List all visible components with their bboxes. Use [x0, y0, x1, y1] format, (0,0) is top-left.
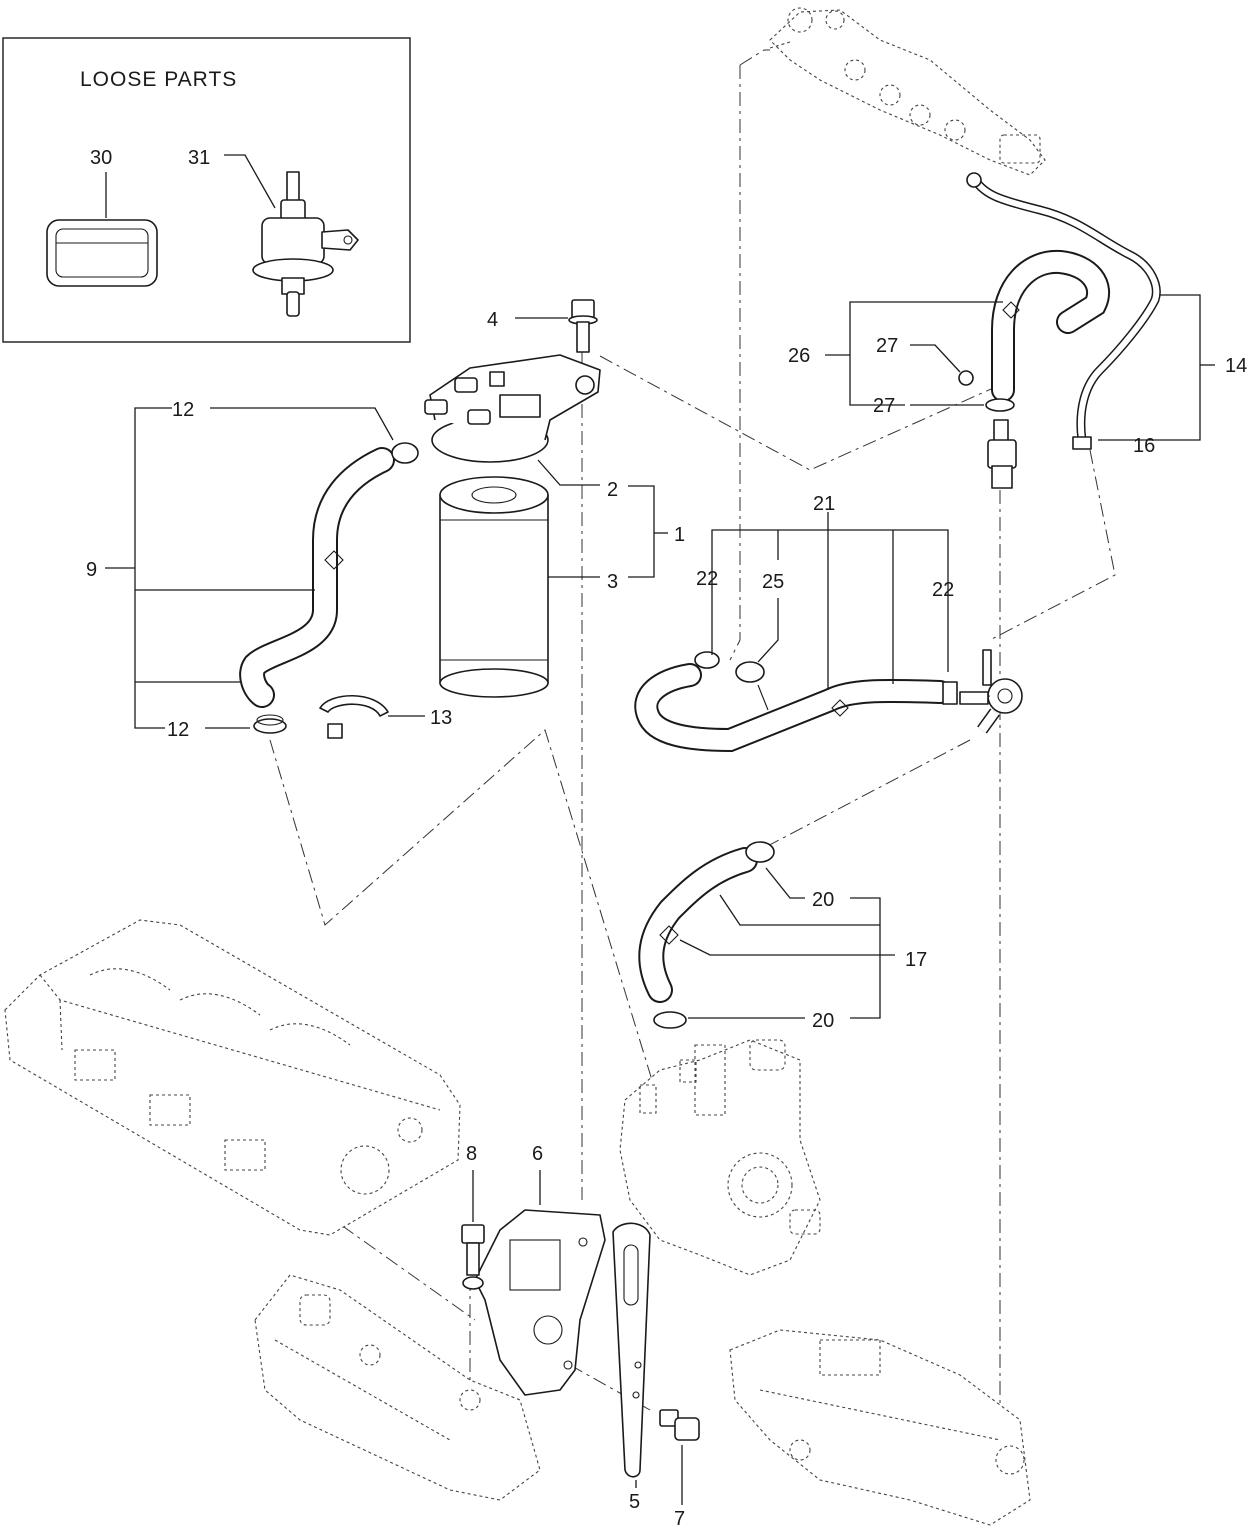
part-25-clip[interactable] — [735, 661, 769, 711]
banjo-fitting[interactable] — [959, 649, 1023, 734]
part-22-clamp-left[interactable] — [694, 651, 720, 669]
callout-13: 13 — [430, 707, 452, 729]
callout-31: 31 — [188, 147, 210, 169]
callout-25: 25 — [762, 571, 784, 593]
part-26-hose[interactable] — [991, 249, 1111, 402]
cylinder-head — [4, 919, 461, 1236]
part-17-hose[interactable] — [638, 847, 758, 1003]
assembly-centerlines — [269, 49, 1116, 1450]
callout-12-lower: 12 — [167, 719, 189, 741]
callout-4: 4 — [487, 309, 498, 331]
callout-7: 7 — [674, 1508, 685, 1530]
callout-21: 21 — [813, 493, 835, 515]
callout-30: 30 — [90, 147, 112, 169]
injection-pump — [619, 1039, 821, 1276]
part-13-strap[interactable] — [319, 694, 389, 739]
callout-22-left: 22 — [696, 568, 718, 590]
part-27-clamp-upper[interactable] — [958, 370, 974, 386]
part-4-bolt[interactable] — [568, 299, 598, 353]
callout-27-upper: 27 — [876, 335, 898, 357]
part-27-clamp-lower[interactable] — [985, 398, 1015, 412]
part-12-clamp-upper[interactable] — [391, 442, 419, 464]
callout-3: 3 — [607, 571, 618, 593]
part-8-bolt[interactable] — [461, 1224, 485, 1290]
part-7-bolt[interactable] — [659, 1409, 700, 1441]
callout-17: 17 — [905, 949, 927, 971]
part-20-clamp-lower[interactable] — [653, 1011, 687, 1029]
part-3-filter-element[interactable] — [439, 476, 549, 698]
callout-6: 6 — [532, 1143, 543, 1165]
part-14-return-line[interactable] — [966, 172, 1161, 450]
callout-16: 16 — [1133, 435, 1155, 457]
part-21-hose[interactable] — [634, 663, 952, 753]
check-valve-fitting[interactable] — [987, 419, 1017, 489]
intake-manifold-left — [254, 1274, 541, 1501]
fuel-rail — [769, 7, 1046, 176]
callout-20-lower: 20 — [812, 1010, 834, 1032]
callout-8: 8 — [466, 1143, 477, 1165]
callout-14: 14 — [1225, 355, 1247, 377]
part-2-filter-head[interactable] — [424, 354, 601, 463]
callout-22-right: 22 — [932, 579, 954, 601]
callout-5: 5 — [629, 1491, 640, 1513]
loose-parts-box: LOOSE PARTS 30 31 — [2, 37, 411, 343]
callout-26: 26 — [788, 345, 810, 367]
exhaust-manifold-right — [729, 1329, 1031, 1526]
part-9-hose[interactable] — [239, 447, 395, 708]
part-30-seal[interactable] — [46, 219, 158, 287]
part-22-clamp-right[interactable] — [942, 681, 958, 705]
callout-1: 1 — [674, 524, 685, 546]
part-12-clamp-lower[interactable] — [253, 714, 287, 734]
callout-9: 9 — [86, 559, 97, 581]
callout-2: 2 — [607, 479, 618, 501]
part-20-clamp-upper[interactable] — [745, 841, 775, 863]
part-31-regulator[interactable] — [252, 171, 359, 317]
part-6-bracket[interactable] — [474, 1209, 606, 1396]
callout-12-upper: 12 — [172, 399, 194, 421]
callout-20-upper: 20 — [812, 889, 834, 911]
loose-parts-title: LOOSE PARTS — [80, 68, 237, 91]
callout-27-lower: 27 — [873, 395, 895, 417]
part-5-link[interactable] — [612, 1222, 651, 1478]
